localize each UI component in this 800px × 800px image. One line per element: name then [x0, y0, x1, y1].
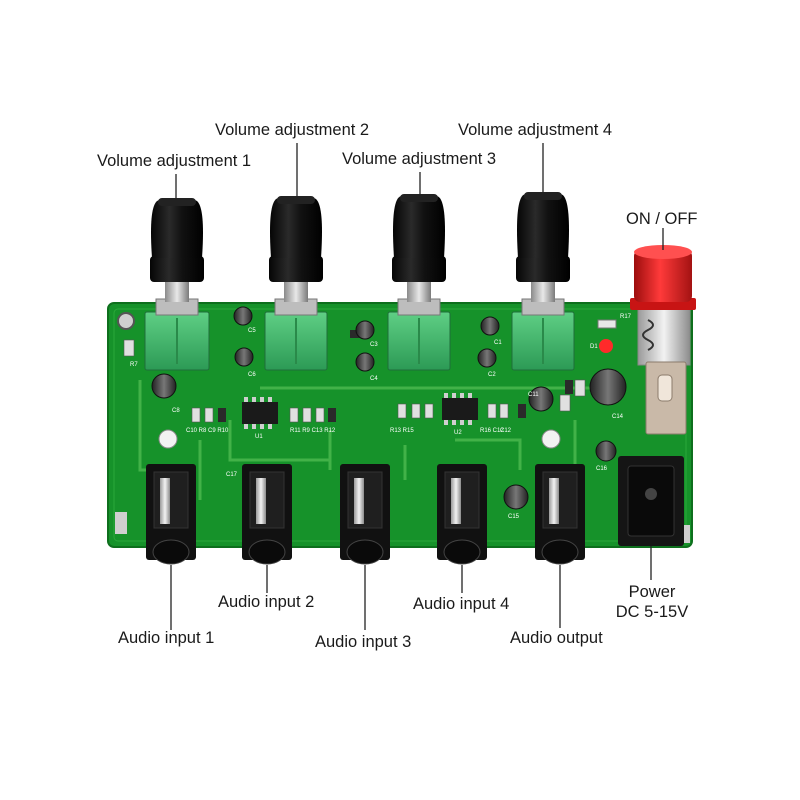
- silk-u2: U2: [454, 430, 462, 436]
- silk-row1: C10 R8 C9 R10: [186, 428, 229, 434]
- label-volume-adjustment-1: Volume adjustment 1: [97, 152, 252, 170]
- audio-jack-1: [146, 464, 196, 565]
- silk-u1: U1: [255, 434, 263, 440]
- label-volume-adjustment-4: Volume adjustment 4: [458, 121, 613, 139]
- potentiometer-4: [511, 192, 575, 371]
- power-switch: [630, 245, 696, 435]
- silk-c1: C1: [494, 340, 502, 346]
- silk-c3: C3: [370, 342, 378, 348]
- silk-c11: C11: [528, 392, 539, 398]
- label-audio-input-2: Audio input 2: [218, 593, 315, 611]
- audio-jack-4: [437, 464, 487, 565]
- label-volume-adjustment-3: Volume adjustment 3: [342, 150, 497, 168]
- silk-c5: C5: [248, 328, 256, 334]
- label-power: Power DC 5-15V: [612, 583, 692, 623]
- label-power-voltage: DC 5-15V: [615, 602, 689, 621]
- silk-c16: C16: [596, 466, 608, 472]
- op-amp-u2: [442, 393, 478, 425]
- red-led: [597, 319, 617, 353]
- silk-c17: C17: [226, 472, 238, 478]
- potentiometer-2: [264, 196, 328, 371]
- audio-jack-output: [535, 464, 585, 565]
- label-power-title: Power: [628, 583, 676, 601]
- silk-c4: C4: [370, 376, 378, 382]
- label-on-off: ON / OFF: [626, 210, 698, 228]
- potentiometer-3: [387, 194, 451, 371]
- label-volume-adjustment-2: Volume adjustment 2: [215, 121, 370, 139]
- dc-power-jack: [618, 456, 684, 546]
- silk-row4: R16 C12: [480, 428, 504, 434]
- silk-r7: R7: [130, 362, 138, 368]
- label-audio-input-4: Audio input 4: [413, 595, 510, 613]
- callout-lines: [170, 143, 664, 630]
- silk-c14: C14: [612, 414, 624, 420]
- label-audio-input-3: Audio input 3: [315, 633, 412, 651]
- silk-d1: D1: [590, 344, 598, 350]
- label-audio-output: Audio output: [510, 629, 603, 647]
- silk-row3: R13 R15: [390, 428, 414, 434]
- silk-r17: R17: [620, 314, 632, 320]
- audio-jack-3: [340, 464, 390, 565]
- silk-c8: C8: [172, 408, 180, 414]
- silk-row2: R11 R9 C13 R12: [290, 428, 336, 434]
- silk-c6: C6: [248, 372, 256, 378]
- potentiometer-1: [144, 198, 210, 371]
- op-amp-u1: [242, 397, 278, 429]
- electrolytic-capacitors: [151, 306, 627, 510]
- silk-c2: C2: [488, 372, 496, 378]
- silk-c15: C15: [508, 514, 520, 520]
- silk-c12: C12: [500, 428, 512, 434]
- audio-jack-2: [242, 464, 292, 565]
- silkscreen-labels: U1 U2 R7 C8 C5 C6 C3 C4 C1 C2 C11 C12 C1…: [130, 314, 632, 520]
- label-audio-input-1: Audio input 1: [118, 629, 215, 647]
- mounting-hole: [117, 312, 135, 330]
